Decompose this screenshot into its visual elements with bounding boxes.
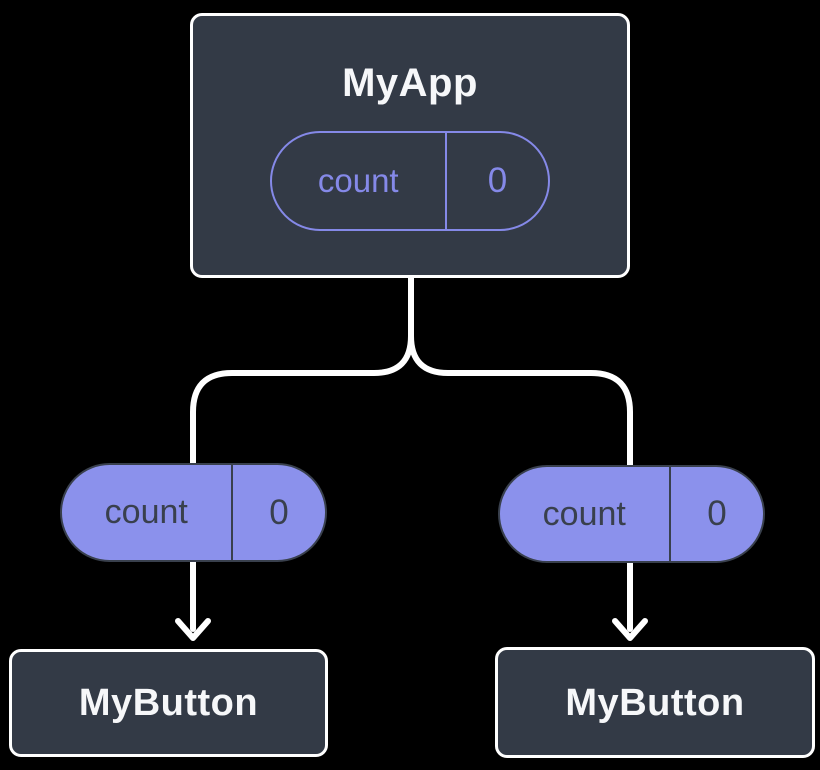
prop-pill-right: count 0	[498, 465, 765, 563]
state-pill-name: count	[317, 162, 399, 199]
prop-pill-name: count	[104, 493, 188, 531]
prop-pill-divider	[668, 467, 671, 561]
prop-pill-value: 0	[707, 494, 727, 533]
arrowhead-down-icon	[612, 618, 648, 641]
prop-pill-divider	[230, 465, 233, 560]
node-myapp: MyApp count 0	[190, 13, 630, 278]
state-pill-value: 0	[487, 161, 508, 200]
prop-pill-left: count 0	[60, 463, 327, 562]
node-mybutton-left-title: MyButton	[78, 682, 259, 724]
node-mybutton-left: MyButton	[9, 649, 328, 757]
node-mybutton-right: MyButton	[495, 647, 815, 758]
connector-root-to-right-prop	[408, 275, 633, 471]
prop-pill-value: 0	[269, 492, 289, 532]
node-mybutton-right-title: MyButton	[565, 681, 745, 724]
prop-pill-name: count	[542, 494, 626, 533]
arrowhead-down-icon	[175, 618, 211, 641]
node-myapp-title: MyApp	[342, 61, 478, 105]
connector-root-to-left-prop	[190, 275, 414, 469]
state-pill-myapp: count 0	[270, 131, 550, 231]
state-pill-divider	[444, 133, 447, 229]
